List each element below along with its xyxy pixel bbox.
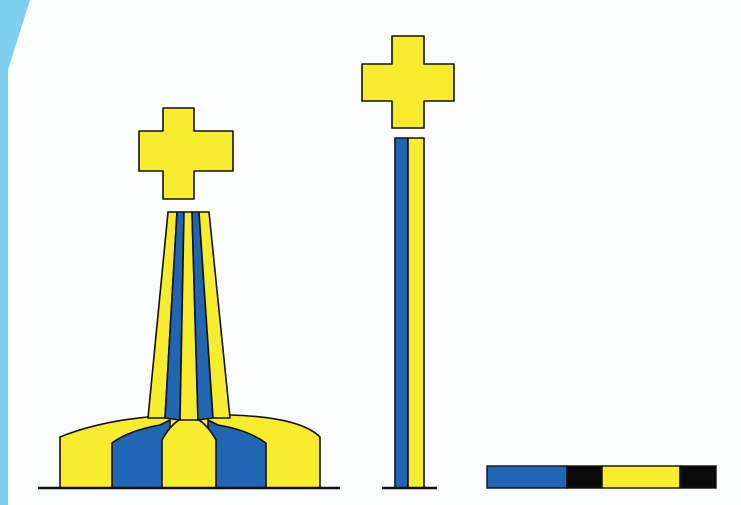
- bar-segment-yellow: [602, 466, 680, 488]
- bar-segment-black-2: [680, 466, 716, 488]
- column-blue-stripe: [395, 138, 408, 488]
- column-yellow-stripe: [408, 138, 424, 488]
- bar-segment-blue: [487, 466, 567, 488]
- horizontal-bar: [487, 466, 716, 488]
- bar-segment-black-1: [567, 466, 602, 488]
- monument-base-center: [162, 418, 216, 488]
